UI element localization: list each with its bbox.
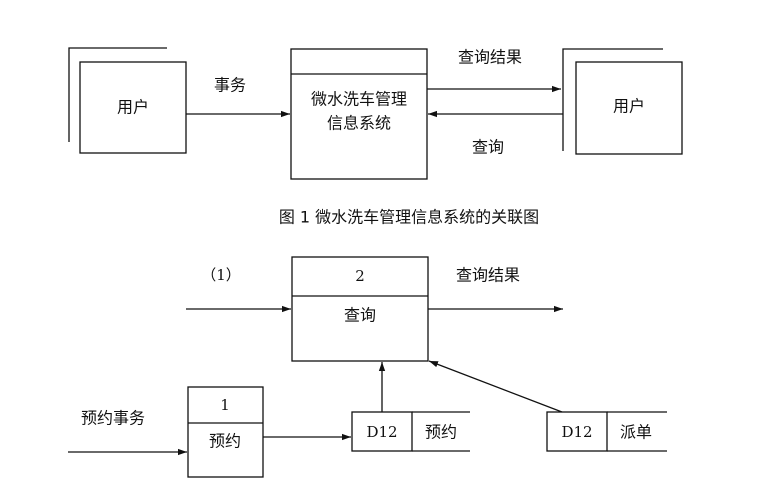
flow-query-label: 查询: [472, 138, 504, 157]
flow-dispatch-to-query-arrow: [428, 360, 563, 413]
process-query-name: 查询: [344, 306, 376, 325]
process-query: 2 查询: [291, 256, 429, 362]
store-dispatch-name: 派单: [620, 423, 652, 442]
flow-query-result2-label: 查询结果: [456, 266, 520, 285]
system-process-line2: 信息系统: [327, 114, 391, 133]
process-query-number: 2: [355, 267, 365, 285]
process-booking: 1 预约: [187, 386, 264, 478]
data-store-booking: D12 预约: [351, 411, 470, 452]
store-booking-id: D12: [366, 423, 397, 441]
user-right-label: 用户: [613, 97, 645, 116]
blank-label: （1）: [201, 266, 241, 284]
external-entity-user-left: 用户: [68, 47, 187, 154]
process-booking-name: 预约: [209, 432, 241, 451]
system-process: 微水洗车管理 信息系统: [290, 48, 428, 180]
flow-booking-tx-label: 预约事务: [81, 409, 145, 428]
store-dispatch-id: D12: [561, 423, 592, 441]
figure-caption: 图 1 微水洗车管理信息系统的关联图: [279, 208, 539, 227]
store-booking-name: 预约: [425, 423, 457, 442]
flow-transaction-label: 事务: [214, 76, 246, 95]
user-left-label: 用户: [117, 98, 149, 117]
process-booking-number: 1: [220, 396, 230, 414]
flow-query-result-label: 查询结果: [458, 48, 522, 67]
system-process-line1: 微水洗车管理: [311, 90, 407, 109]
external-entity-user-right: 用户: [562, 48, 683, 155]
data-store-dispatch: D12 派单: [546, 411, 667, 452]
